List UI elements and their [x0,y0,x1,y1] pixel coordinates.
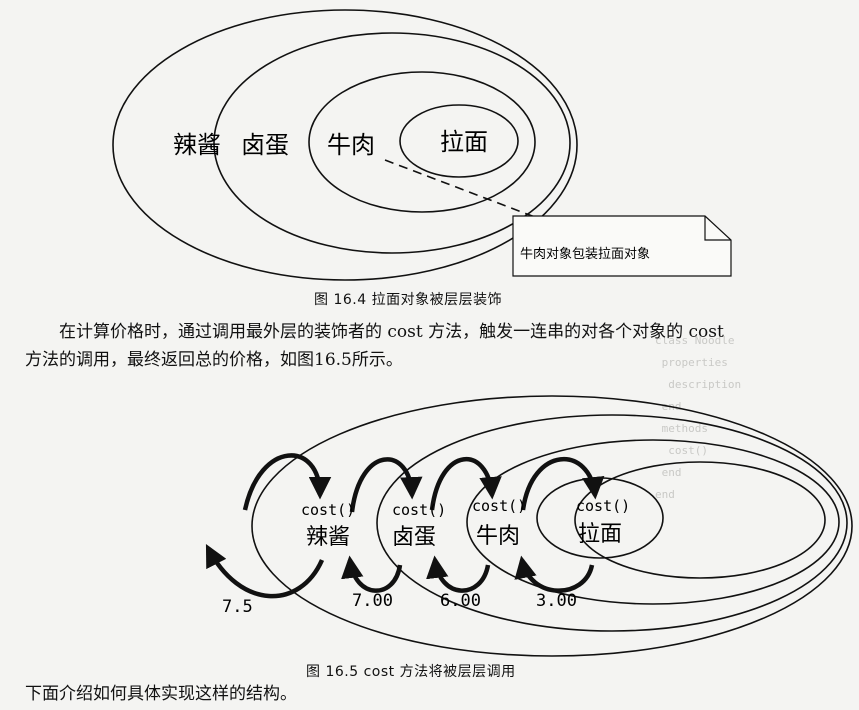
figure-16-4-diagram: 辣酱 卤蛋 牛肉 拉面 牛肉对象包装拉面对象 [112,9,732,281]
label-braised-egg: 卤蛋 [241,131,289,159]
method-label-noodle: cost() [576,497,630,515]
label-beef: 牛肉 [327,131,375,159]
layer-label-noodle: 拉面 [578,522,622,547]
return-arrow-2 [341,555,403,593]
paragraph-line-1: 在计算价格时，通过调用最外层的装饰者的 cost 方法，触发一连串的对各个对象的… [59,322,724,342]
layer-label-chili-sauce: 辣酱 [306,525,350,550]
method-label-braised-egg: cost() [392,501,446,519]
paragraph-cost-call: 在计算价格时，通过调用最外层的装饰者的 cost 方法，触发一连串的对各个对象的… [25,318,845,374]
method-label-beef: cost() [472,497,526,515]
call-arrow-4 [520,457,605,511]
return-arrow-3 [426,555,491,593]
ellipse2-chili-sauce [251,395,853,657]
call-arrow-3 [429,456,502,511]
return-value-chili-sauce: 7.5 [222,597,253,617]
label-noodle: 拉面 [440,128,488,156]
ellipse-noodle [399,104,519,178]
callout-text: 牛肉对象包装拉面对象 [520,247,650,262]
paragraph-intro-structure: 下面介绍如何具体实现这样的结构。 [25,684,297,704]
ellipse2-braised-egg [376,414,848,632]
return-arrow-4 [514,555,595,593]
ellipse-braised-egg [213,32,571,254]
layer-label-braised-egg: 卤蛋 [392,525,436,550]
call-arrow-1 [242,453,332,511]
return-arrow-1 [205,544,325,599]
callout-connector [384,159,549,223]
callout-note-box [512,215,732,277]
figure-16-5-diagram: cost() 辣酱 cost() 卤蛋 cost() 牛肉 cost() 拉面 … [205,395,853,657]
bleed-through-text: class Noodle properties description end … [655,334,742,501]
label-chili-sauce: 辣酱 [173,131,221,159]
ellipse2-beef [466,439,840,605]
ellipse-chili-sauce [112,9,578,281]
method-label-chili-sauce: cost() [301,501,355,519]
figure-16-5-caption: 图 16.5 cost 方法将被层层调用 [306,664,516,680]
ellipse-beef [308,71,536,213]
call-arrow-2 [349,457,423,513]
return-value-beef: 6.00 [440,591,481,611]
paragraph-line-2: 方法的调用，最终返回总的价格，如图16.5所示。 [25,350,403,370]
callout-fold-corner [704,216,731,241]
return-value-braised-egg: 7.00 [352,591,393,611]
figure-16-4-caption: 图 16.4 拉面对象被层层装饰 [314,292,503,308]
ellipse2-noodle [574,461,826,579]
layer-label-beef: 牛肉 [476,524,520,549]
return-value-noodle: 3.00 [536,591,577,611]
